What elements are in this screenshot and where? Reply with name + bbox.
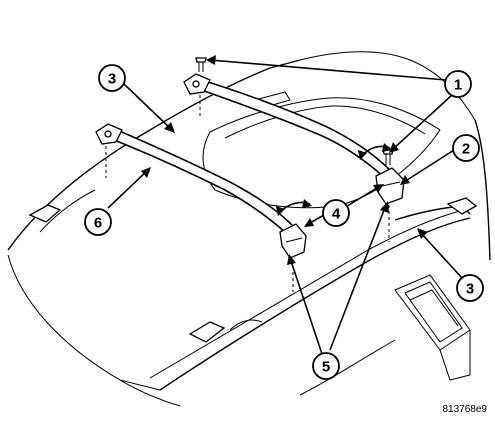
callout-5-label: 5 — [322, 359, 330, 376]
callout-3-right-label: 3 — [466, 281, 474, 298]
callout-5: 5 — [312, 352, 340, 380]
slide-arrow-rear — [358, 143, 392, 160]
callout-6: 6 — [84, 208, 112, 236]
figure-id: 813768e9 — [442, 404, 488, 415]
front-crossbar — [95, 123, 307, 259]
rear-crossbar — [183, 73, 405, 205]
callout-2-label: 2 — [462, 141, 470, 158]
callout-1: 1 — [444, 70, 472, 98]
leader-lines — [107, 55, 463, 355]
callout-3-top: 3 — [98, 64, 126, 92]
vehicle-roof-outline — [7, 51, 491, 407]
slide-arrow-front — [276, 199, 312, 216]
callout-1-label: 1 — [454, 77, 462, 94]
callout-4-label: 4 — [332, 206, 341, 223]
callout-3-top-label: 3 — [108, 71, 116, 88]
screw-left — [195, 57, 207, 72]
callout-4: 4 — [322, 199, 350, 227]
callout-6-label: 6 — [94, 215, 102, 232]
callout-2: 2 — [452, 134, 480, 162]
callout-3-right: 3 — [456, 274, 484, 302]
